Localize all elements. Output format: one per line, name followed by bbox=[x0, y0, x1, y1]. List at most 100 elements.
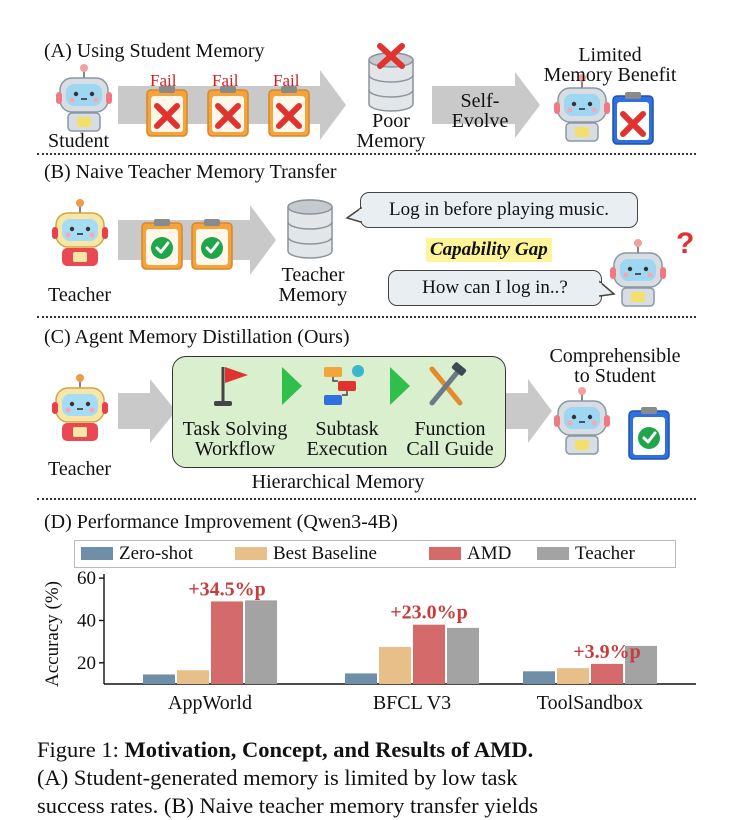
bar-teacher bbox=[447, 627, 479, 684]
teacher-label: Teacher bbox=[48, 284, 111, 306]
figure-caption-line-3: success rates. (B) Naive teacher memory … bbox=[37, 793, 539, 818]
section-divider bbox=[37, 498, 696, 500]
y-tick-label: 60 bbox=[77, 568, 96, 589]
section-a-graphics bbox=[55, 43, 733, 160]
student-speech-text: How can I log in..? bbox=[422, 277, 568, 298]
x-tick-label: AppWorld bbox=[168, 692, 252, 714]
self-evolve-label-1: Self- bbox=[460, 90, 500, 112]
y-tick-label: 40 bbox=[77, 610, 96, 631]
step-1-label-2: Workflow bbox=[194, 438, 276, 460]
bubble-tail bbox=[345, 206, 363, 223]
legend-label-best-baseline: Best Baseline bbox=[273, 543, 377, 564]
section-c-arrows bbox=[118, 379, 552, 443]
fail-label-1: Fail bbox=[150, 71, 177, 90]
self-evolve-label-2: Evolve bbox=[451, 110, 509, 132]
bar-best-baseline bbox=[177, 670, 209, 684]
student-label: Student bbox=[48, 130, 110, 152]
section-c-title: (C) Agent Memory Distillation (Ours) bbox=[44, 326, 350, 348]
x-tick-label: BFCL V3 bbox=[373, 692, 451, 714]
student-robot-icon bbox=[553, 386, 611, 455]
chart-legend: Zero-shot Best Baseline AMD Teacher bbox=[74, 540, 676, 568]
poor-memory-label-2: Memory bbox=[356, 130, 426, 152]
limited-label-2: Memory Benefit bbox=[543, 64, 677, 86]
student-speech-bubble: How can I log in..? bbox=[388, 270, 602, 306]
red-x-icon bbox=[377, 43, 405, 69]
poor-memory-database-icon bbox=[368, 52, 414, 112]
teacher-memory-database-icon bbox=[287, 199, 333, 259]
caption-prefix: Figure 1: bbox=[37, 737, 125, 762]
flag-icon bbox=[214, 367, 248, 406]
teacher-speech-text: Log in before playing music. bbox=[388, 199, 610, 220]
student-robot-icon bbox=[55, 63, 113, 132]
success-clipboard-blue-icon bbox=[627, 405, 671, 461]
step-1-label-1: Task Solving bbox=[182, 418, 288, 440]
success-clipboard-icon bbox=[140, 217, 184, 271]
improvement-annotation: +23.0%p bbox=[390, 602, 468, 624]
legend-swatch-teacher bbox=[537, 547, 569, 560]
bar-amd bbox=[413, 624, 445, 684]
teacher-memory-label-1: Teacher bbox=[281, 264, 345, 286]
teacher-robot-icon bbox=[51, 198, 109, 267]
legend-swatch-zero-shot bbox=[81, 547, 113, 560]
hierarchical-memory-label: Hierarchical Memory bbox=[251, 471, 425, 493]
x-tick-label: ToolSandbox bbox=[537, 692, 643, 714]
student-robot-icon bbox=[609, 238, 667, 307]
figure-caption-line-1: Figure 1: Motivation, Concept, and Resul… bbox=[37, 737, 533, 763]
section-b-title: (B) Naive Teacher Memory Transfer bbox=[44, 161, 337, 183]
fail-clipboard-icon bbox=[147, 86, 187, 136]
teacher-robot-icon bbox=[51, 373, 109, 442]
fail-label-2: Fail bbox=[212, 71, 239, 90]
fail-clipboard-icon bbox=[208, 86, 248, 136]
legend-label-amd: AMD bbox=[467, 543, 512, 564]
bubble-tail bbox=[598, 280, 616, 297]
poor-memory-label-1: Poor bbox=[372, 110, 410, 132]
flowchart-icon bbox=[324, 365, 364, 405]
bar-teacher bbox=[245, 600, 277, 684]
gray-arrow bbox=[432, 72, 540, 138]
figure-caption-line-2: (A) Student-generated memory is limited … bbox=[37, 765, 518, 790]
bar-zero-shot bbox=[345, 673, 377, 684]
section-a-title: (A) Using Student Memory bbox=[44, 40, 265, 62]
section-divider bbox=[37, 153, 696, 155]
bar-amd bbox=[591, 663, 623, 684]
teacher-memory-label-2: Memory bbox=[278, 284, 348, 306]
y-axis-label: Accuracy (%) bbox=[42, 581, 63, 687]
improvement-annotation: +34.5%p bbox=[188, 578, 266, 600]
capability-gap-label: Capability Gap bbox=[426, 238, 552, 262]
legend-label-zero-shot: Zero-shot bbox=[119, 543, 193, 564]
bar-teacher bbox=[625, 645, 657, 684]
bar-best-baseline bbox=[557, 668, 589, 684]
gray-arrow bbox=[118, 379, 176, 443]
section-divider bbox=[37, 316, 696, 318]
teacher-label: Teacher bbox=[48, 458, 111, 480]
section-d-title: (D) Performance Improvement (Qwen3-4B) bbox=[44, 511, 398, 533]
step-2-label-2: Execution bbox=[306, 438, 388, 460]
y-tick-label: 20 bbox=[77, 653, 96, 674]
legend-swatch-best-baseline bbox=[235, 547, 267, 560]
step-2-label-1: Subtask bbox=[315, 418, 379, 440]
success-clipboard-icon bbox=[190, 217, 234, 271]
limited-label-1: Limited bbox=[578, 44, 642, 66]
comprehensible-label-2: to Student bbox=[574, 365, 656, 387]
bar-amd bbox=[211, 601, 243, 684]
legend-swatch-amd bbox=[429, 547, 461, 560]
fail-label-3: Fail bbox=[273, 71, 300, 90]
improvement-annotation: +3.9%p bbox=[573, 641, 641, 663]
section-b-graphics: ? bbox=[51, 198, 694, 307]
step-3-label-2: Call Guide bbox=[406, 438, 494, 460]
question-mark-icon: ? bbox=[676, 227, 694, 260]
bar-best-baseline bbox=[379, 646, 411, 684]
tools-icon bbox=[429, 362, 467, 406]
step-3-label-1: Function bbox=[414, 418, 486, 440]
green-arrow-icon bbox=[282, 367, 302, 405]
caption-bold: Motivation, Concept, and Results of AMD. bbox=[124, 737, 534, 762]
section-c-graphics bbox=[51, 362, 671, 461]
gray-arrow bbox=[505, 379, 552, 443]
bar-zero-shot bbox=[143, 674, 175, 684]
teacher-speech-bubble: Log in before playing music. bbox=[360, 192, 638, 228]
comprehensible-label-1: Comprehensible bbox=[549, 345, 681, 367]
green-arrow-icon bbox=[390, 367, 410, 405]
fail-clipboard-icon bbox=[269, 86, 309, 136]
fail-clipboard-blue-icon bbox=[613, 92, 653, 144]
